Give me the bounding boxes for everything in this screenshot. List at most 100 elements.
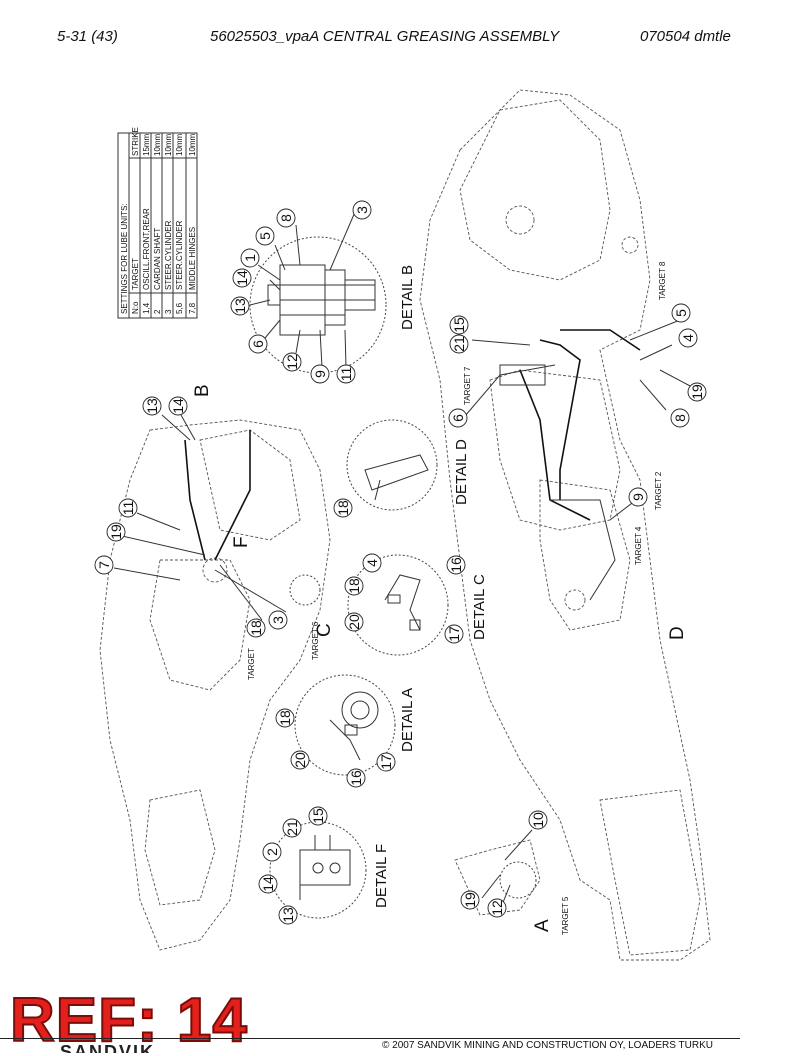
footer-copyright: © 2007 SANDVIK MINING AND CONSTRUCTION O… [382, 1040, 713, 1051]
row-5-no: 7,8 [188, 302, 197, 314]
detail-f-label: DETAIL F [373, 844, 390, 908]
balloon-number: 4 [364, 559, 380, 567]
detail-d-parts [364, 454, 429, 501]
balloon-10-a: 10 [528, 810, 548, 830]
balloon-number: 2 [264, 848, 280, 856]
detail-b-label: DETAIL B [399, 265, 416, 330]
balloon-14-f: 14 [168, 396, 188, 416]
row-2-target: CARDAN SHAFT [153, 228, 162, 290]
col-target: TARGET [131, 258, 140, 290]
leader-lines [113, 211, 693, 911]
view-letter-f: F [231, 536, 252, 548]
settings-table: SETTINGS FOR LUBE UNITS: N:o TARGET STRI… [117, 127, 187, 319]
view-letter-a: A [532, 919, 553, 932]
balloon-3: 3 [352, 200, 372, 220]
detail-d-circle [346, 419, 438, 511]
balloon-number: 14 [260, 876, 276, 892]
target-2-label: TARGET 2 [654, 471, 663, 510]
row-2-no: 2 [153, 309, 162, 314]
balloon-19-a: 19 [460, 890, 480, 910]
row-1-no: 1,4 [142, 302, 151, 314]
view-letter-c: C [314, 623, 335, 637]
balloon-number: 20 [346, 614, 362, 630]
balloon-14-df: 14 [258, 874, 278, 894]
balloon-13: 13 [230, 296, 250, 316]
front-frame-outline [99, 419, 331, 951]
balloon-5: 5 [255, 226, 275, 246]
row-1-strike: 15mm [142, 133, 151, 156]
balloon-21-f: 21 [282, 818, 302, 838]
col-strike: STRIKE [131, 127, 140, 156]
balloon-number: 7 [96, 561, 112, 569]
target-label: TARGET [247, 648, 256, 680]
balloon-number: 20 [292, 752, 308, 768]
detail-a-parts [329, 691, 379, 761]
balloon-number: 18 [335, 500, 351, 516]
balloon-number: 5 [673, 309, 689, 317]
balloon-number: 14 [234, 270, 250, 286]
balloon-number: 19 [689, 384, 705, 400]
balloon-17-a: 17 [376, 752, 396, 772]
balloon-12-a: 12 [487, 898, 507, 918]
balloon-9-d: 9 [628, 487, 648, 507]
detail-f-block [299, 835, 351, 900]
rear-frame-outline [419, 89, 711, 961]
balloon-number: 18 [248, 620, 264, 636]
target-6-label: TARGET 6 [311, 621, 320, 660]
balloon-number: 9 [630, 493, 646, 501]
balloon-number: 14 [170, 398, 186, 414]
balloon-number: 18 [346, 578, 362, 594]
balloon-11: 11 [118, 498, 138, 518]
balloon-18-c: 18 [344, 576, 364, 596]
view-a-circle [499, 861, 537, 899]
row-4-strike: 10mm [175, 133, 184, 156]
detail-d-label: DETAIL D [453, 439, 470, 505]
balloon-6: 6 [248, 334, 268, 354]
balloon-number: 16 [448, 557, 464, 573]
row-3-no: 3 [164, 309, 173, 314]
balloon-13-f: 13 [142, 396, 162, 416]
balloon-number: 15 [451, 317, 467, 333]
balloon-4-d: 4 [678, 328, 698, 348]
balloon-1: 1 [240, 248, 260, 268]
row-5-target: MIDDLE HINGES [188, 227, 197, 290]
target-4-label: TARGET 4 [634, 526, 643, 565]
target-5-label: TARGET 5 [561, 896, 570, 935]
balloon-number: 17 [378, 754, 394, 770]
balloon-number: 3 [354, 206, 370, 214]
balloon-number: 9 [312, 370, 328, 378]
detail-c-parts [384, 574, 421, 631]
row-3-target: STEER.CYLINDER [164, 220, 173, 290]
document-code: 070504 dmtle [640, 28, 731, 45]
ref-stamp: REF: 14 [9, 985, 248, 1056]
view-letter-d: D [667, 626, 688, 640]
row-5-strike: 10mm [188, 133, 197, 156]
document-title: 56025503_vpaA CENTRAL GREASING ASSEMBLY [210, 28, 560, 45]
settings-table-title: SETTINGS FOR LUBE UNITS: [120, 203, 129, 314]
row-4-no: 5,6 [175, 302, 184, 314]
grease-lines [184, 329, 641, 601]
balloon-number: 13 [280, 907, 296, 923]
balloon-16-c: 16 [446, 555, 466, 575]
balloon-11-b: 11 [336, 364, 356, 384]
balloon-number: 11 [338, 367, 354, 382]
balloon-number: 12 [489, 900, 505, 916]
balloon-6-d: 6 [448, 408, 468, 428]
balloon-4-c: 4 [362, 553, 382, 573]
balloon-number: 4 [680, 334, 696, 342]
balloon-number: 5 [257, 232, 273, 240]
detail-c-circle [347, 554, 449, 656]
row-4-target: STEER.CYLINDER [175, 220, 184, 290]
balloon-number: 1 [242, 254, 258, 262]
balloon-18-a: 18 [275, 708, 295, 728]
balloon-number: 18 [277, 710, 293, 726]
page-number: 5-31 (43) [57, 28, 118, 45]
balloon-20-a: 20 [290, 750, 310, 770]
balloon-2-f: 2 [262, 842, 282, 862]
balloon-20-c: 20 [344, 612, 364, 632]
view-letter-b: B [192, 384, 213, 397]
row-1-target: OSCILL.FRONT,REAR [142, 208, 151, 290]
balloon-16-a: 16 [346, 768, 366, 788]
balloon-14: 14 [232, 268, 252, 288]
